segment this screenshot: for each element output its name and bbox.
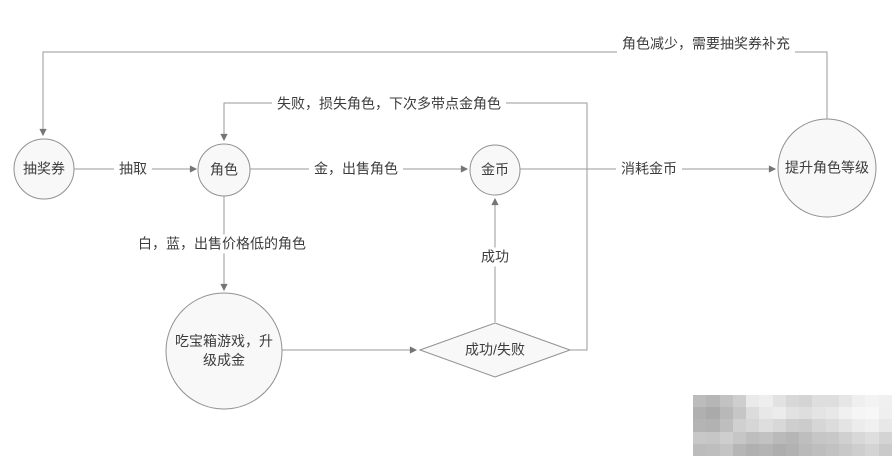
edge-label-fail-loop: 失败，损失角色，下次多带点金角色 (272, 94, 506, 114)
node-success-fail-decision (418, 322, 572, 378)
edge-label-sell-gold: 金，出售角色 (309, 159, 403, 179)
node-label-treasure-box: 吃宝箱游戏，升 级成金 (175, 332, 273, 370)
node-character (197, 143, 251, 197)
edge-label-sell-low: 白，蓝，出售价格低的角色 (133, 234, 311, 254)
edge-label-success: 成功 (476, 247, 514, 267)
edge-replenish-loop-arrow (39, 51, 828, 137)
node-label-character: 角色 (210, 161, 238, 178)
node-upgrade-level (777, 118, 877, 218)
node-label-success-fail: 成功/失败 (465, 341, 525, 358)
node-label-treasure-box-line2: 级成金 (203, 352, 245, 368)
node-lottery-ticket (13, 138, 75, 200)
edge-label-draw: 抽取 (114, 159, 152, 179)
pixelated-watermark (693, 395, 892, 456)
node-gold-coin (469, 144, 521, 196)
edge-fail-loop-arrow (220, 102, 588, 351)
node-label-upgrade-level: 提升角色等级 (785, 159, 869, 176)
edge-label-consume-gold: 消耗金币 (616, 159, 682, 179)
node-label-gold-coin: 金币 (481, 161, 509, 178)
edge-label-replenish-loop: 角色减少，需要抽奖券补充 (617, 34, 795, 54)
node-treasure-box (165, 292, 283, 410)
node-label-lottery-ticket: 抽奖券 (23, 160, 65, 177)
node-label-treasure-box-line1: 吃宝箱游戏，升 (175, 333, 273, 349)
